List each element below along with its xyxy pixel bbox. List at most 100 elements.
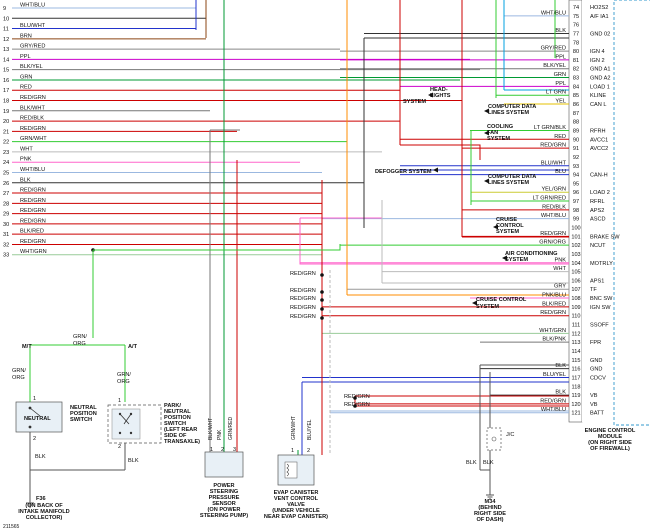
park-switch-line-4: SWITCH bbox=[164, 421, 186, 427]
evap-line-3: VALVE bbox=[287, 502, 305, 508]
f36-line-4: COLLECTOR) bbox=[26, 515, 63, 521]
right-pin-96: 96 bbox=[573, 190, 579, 196]
left-pin-16: 16 bbox=[3, 78, 9, 84]
left-color-23: WHT bbox=[20, 146, 33, 152]
right-color-113: BLK/PNK bbox=[542, 337, 566, 343]
right-pin-74: 74 bbox=[573, 5, 579, 11]
vertical-trunks bbox=[195, 0, 556, 455]
junction-dot-4 bbox=[320, 307, 324, 311]
junction-dot-7 bbox=[353, 404, 357, 408]
jc-label: J/C bbox=[506, 432, 514, 438]
left-color-24: PNK bbox=[20, 157, 32, 163]
left-color-21: RED/GRN bbox=[20, 126, 46, 132]
right-pin-90: 90 bbox=[573, 137, 579, 143]
right-label-82: GND A1 bbox=[590, 67, 611, 73]
system-arrow-5 bbox=[484, 178, 489, 184]
left-pin-22: 22 bbox=[3, 140, 9, 146]
junction-dot-2 bbox=[320, 290, 324, 294]
right-pin-83: 83 bbox=[573, 76, 579, 82]
grn-org-at-bot: ORG bbox=[117, 379, 130, 385]
left-wire-group bbox=[12, 7, 480, 256]
left-pin-13: 13 bbox=[3, 47, 9, 53]
park-switch-line-1: PARK/ bbox=[164, 403, 181, 409]
left-color-15: BLK/YEL bbox=[20, 64, 43, 70]
pin-label-mt-2: 2 bbox=[33, 436, 36, 442]
left-color-32: RED/GRN bbox=[20, 239, 46, 245]
junction-dot-5 bbox=[320, 316, 324, 320]
left-color-33: WHT/GRN bbox=[20, 249, 47, 255]
right-pin-87: 87 bbox=[573, 111, 579, 117]
neutral-switch-line-1: NEUTRAL bbox=[70, 405, 97, 411]
pin-label-mt-1: 1 bbox=[33, 396, 36, 402]
left-color-17: RED bbox=[20, 85, 32, 91]
right-label-107: TF bbox=[590, 287, 597, 293]
park-switch-line-7: TRANSAXLE) bbox=[164, 439, 200, 445]
right-label-75: A/F IA1 bbox=[590, 14, 609, 20]
right-color-107: GRY bbox=[554, 284, 566, 290]
right-pin-85: 85 bbox=[573, 93, 579, 99]
left-pin-labels: 9WHT/BLU1011BLU/WHT12BRN13GRY/RED14PPL15… bbox=[3, 3, 47, 259]
left-pin-25: 25 bbox=[3, 170, 9, 176]
right-color-75: WHT/BLU bbox=[541, 10, 566, 16]
left-pin-19: 19 bbox=[3, 109, 9, 115]
cruise1-line-1: CRUISE bbox=[496, 217, 517, 223]
ps-sensor-line-1: POWER bbox=[213, 483, 234, 489]
right-color-98: RED/BLK bbox=[542, 204, 566, 210]
right-pin-113: 113 bbox=[572, 340, 581, 346]
right-pin-76: 76 bbox=[573, 23, 579, 29]
f36-line-3: INTAKE MANIFOLD bbox=[18, 509, 69, 515]
red-grn-label-3: RED/GRN bbox=[290, 296, 316, 302]
left-pin-23: 23 bbox=[3, 150, 9, 156]
left-pin-31: 31 bbox=[3, 232, 9, 238]
pnk-vertical: PNK bbox=[217, 429, 223, 440]
right-label-120: VB bbox=[590, 402, 598, 408]
system-arrow-3 bbox=[484, 130, 489, 136]
junction-dot-3 bbox=[320, 298, 324, 302]
park-switch-line-2: NEUTRAL bbox=[164, 409, 191, 415]
right-label-84: LOAD 1 bbox=[590, 84, 610, 90]
ps-sensor-line-4: SENSOR bbox=[212, 501, 236, 507]
left-pin-26: 26 bbox=[3, 181, 9, 187]
right-label-94: CAN-H bbox=[590, 173, 608, 179]
right-pin-108: 108 bbox=[571, 296, 580, 302]
valve-pin-1: 1 bbox=[291, 448, 294, 454]
ps-sensor-line-3: PRESSURE bbox=[209, 495, 240, 501]
blk-wht-vertical: BLK/WHT bbox=[208, 418, 214, 440]
cruise1-line-3: SYSTEM bbox=[496, 229, 519, 235]
right-pin-88: 88 bbox=[573, 120, 579, 126]
right-label-113: FPR bbox=[590, 340, 601, 346]
left-color-22: GRN/WHT bbox=[20, 136, 47, 142]
left-pin-11: 11 bbox=[3, 27, 9, 33]
right-pin-80: 80 bbox=[573, 49, 579, 55]
left-pin-15: 15 bbox=[3, 68, 9, 74]
right-color-84: PPL bbox=[555, 81, 566, 87]
right-label-86: CAN L bbox=[590, 102, 606, 108]
grn-org-trunk-bot: ORG bbox=[73, 341, 86, 347]
right-label-99: ASCD bbox=[590, 217, 606, 223]
blk-label-mt: BLK bbox=[35, 454, 46, 460]
neutral-switch-line-3: SWITCH bbox=[70, 417, 92, 423]
left-color-14: PPL bbox=[20, 54, 31, 60]
park-switch-line-5: (LEFT REAR bbox=[164, 427, 197, 433]
left-color-11: BLU/WHT bbox=[20, 23, 46, 29]
left-color-18: RED/GRN bbox=[20, 95, 46, 101]
at-label: A/T bbox=[128, 344, 138, 350]
right-color-80: GRY/RED bbox=[541, 46, 566, 52]
junction-dots bbox=[91, 248, 357, 408]
right-pin-91: 91 bbox=[573, 146, 579, 152]
middle-labels: RED/GRN RED/GRN RED/GRN RED/GRN RED/GRN … bbox=[12, 271, 514, 466]
ps-sensor-line-5: (ON POWER bbox=[208, 507, 241, 513]
left-pin-27: 27 bbox=[3, 191, 9, 197]
headlights-line-2: LIGHTS bbox=[430, 93, 451, 99]
cooling-line-3: SYSTEM bbox=[487, 136, 510, 142]
right-pin-102: 102 bbox=[571, 243, 580, 249]
right-color-110: RED/GRN bbox=[540, 310, 566, 316]
cooling-line-1: COOLING bbox=[487, 124, 513, 130]
f36-line-1: F36 bbox=[36, 496, 46, 502]
right-pin-119: 119 bbox=[572, 393, 581, 399]
right-label-89: RFRH bbox=[590, 128, 606, 134]
route-wire-6 bbox=[299, 218, 569, 265]
right-pin-86: 86 bbox=[573, 102, 579, 108]
ecm-line-1: ENGINE CONTROL bbox=[585, 428, 636, 434]
right-color-81: PPL bbox=[555, 54, 566, 60]
